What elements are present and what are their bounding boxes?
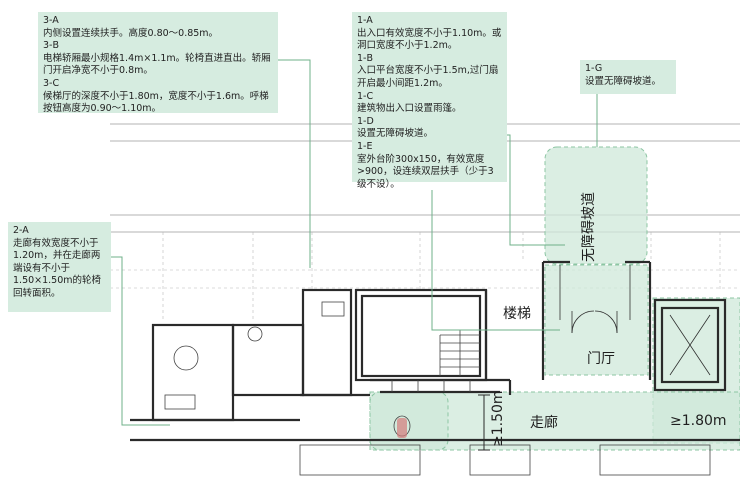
accessible-route-area (369, 146, 740, 451)
lobby-depth-dimension: ≥1.80m (670, 413, 727, 429)
elevator (669, 314, 711, 376)
note-entrance-rules: 1-A 出入口有效宽度不小于1.10m。或洞口宽度不小于1.2m。 1-B 入口… (352, 12, 507, 190)
dimension-lines (478, 394, 740, 451)
stair-label: 楼梯 (503, 306, 531, 322)
ramp-area (544, 146, 648, 265)
entrance-doors (559, 265, 631, 334)
corridor-label: 走廊 (530, 415, 558, 431)
hall-label: 门厅 (587, 351, 615, 367)
hall-area (544, 264, 649, 376)
walls (130, 260, 740, 442)
corridor-width-dimension: ≥1.50m (490, 390, 506, 447)
leader-lines (110, 59, 598, 426)
note-corridor-rule: 2-A 走廊有效宽度不小于1.20m，并在走廊两端设有不小于1.50×1.50m… (8, 222, 111, 312)
note-elevator-stair-rules: 3-A 内侧设置连续扶手。高度0.80～0.85m。 3-B 电梯轿厢最小规格1… (38, 12, 278, 114)
note-ramp-rule: 1-G 设置无障碍坡道。 (580, 60, 676, 94)
ramp-label: 无障碍坡道 (581, 192, 597, 262)
stair-treads (391, 330, 480, 392)
wheelchair-turning-icon (397, 418, 407, 438)
restroom-fixtures (164, 301, 711, 476)
